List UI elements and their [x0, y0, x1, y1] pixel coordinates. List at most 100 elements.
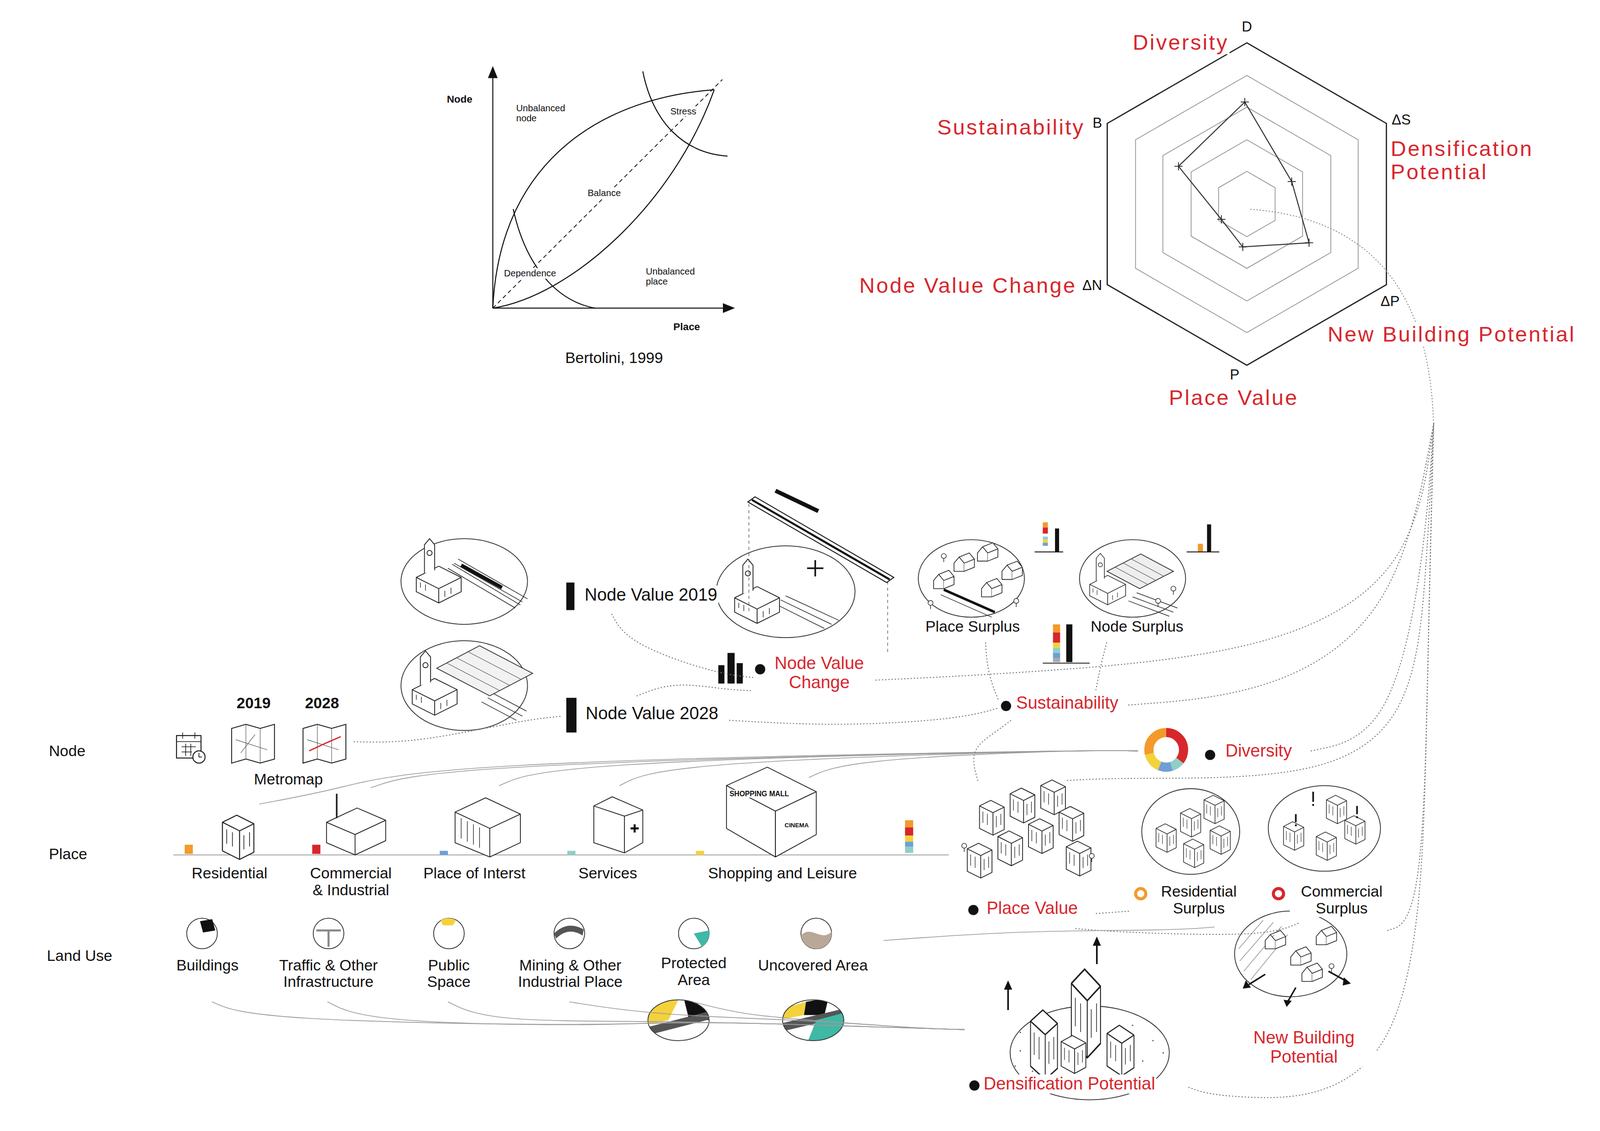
- land-use-type: Protected Area: [649, 914, 738, 1003]
- surplus-illustration: [1155, 598, 1161, 608]
- place-icons: [593, 805, 643, 853]
- bar-icons: [1042, 536, 1048, 541]
- place-icons: [335, 793, 338, 819]
- connector: [1096, 642, 1107, 690]
- station-illustration: [748, 496, 894, 583]
- indicator-label: New Building Potential: [1214, 895, 1388, 1070]
- row-label: Place: [47, 846, 89, 863]
- node-text: Diversity: [1132, 30, 1230, 55]
- connector: [498, 750, 1138, 786]
- densification-illustration: [1092, 936, 1102, 946]
- bar-icons: [1186, 551, 1220, 553]
- place-value-illustration: [1344, 815, 1365, 845]
- connector: [569, 1002, 965, 1030]
- new-building-illustration: [1242, 980, 1252, 989]
- densification-illustration: [1014, 1065, 1016, 1067]
- bar-icons: [1042, 539, 1048, 543]
- indicator-label: Place Value: [957, 780, 1096, 929]
- indicator-label: Diversity: [1137, 724, 1312, 778]
- connector: [1387, 423, 1434, 931]
- node-text: Metromap: [253, 771, 324, 789]
- bar-icons: [1206, 524, 1211, 552]
- land-use-icons: [186, 918, 218, 949]
- station-illustration: [412, 650, 458, 716]
- bar-icons: [566, 697, 577, 733]
- surplus-illustration: [1089, 553, 1126, 605]
- land-use-icons: [186, 918, 854, 1046]
- station-illustration: [461, 565, 502, 588]
- bertolini-chart: [723, 304, 734, 313]
- densification-illustration: [1061, 1035, 1086, 1074]
- station-illustration: [446, 651, 522, 691]
- metromap-icons: [198, 753, 203, 758]
- radar-grid: [1178, 102, 1310, 248]
- zone-label: Unbalanced node: [515, 103, 581, 124]
- node-text: New Building Potential: [1231, 1028, 1377, 1067]
- node-text: Commercial Surplus: [1289, 883, 1394, 918]
- place-icons: [904, 846, 914, 853]
- connector: [693, 1002, 965, 1030]
- new-building-illustration: [1301, 963, 1323, 982]
- place-value-illustration: [1283, 821, 1304, 851]
- node-text: Residential: [190, 865, 269, 883]
- metromap-icons: [235, 724, 268, 764]
- indicator-dots: [754, 664, 765, 675]
- node-text: Protected Area: [653, 955, 735, 989]
- zone-label: Unbalanced place: [644, 266, 711, 287]
- illustrated-item: Node Surplus: [1076, 528, 1197, 644]
- place-value-illustration: [1268, 785, 1381, 872]
- land-use-icons: [316, 930, 341, 947]
- diversity-donut: [1148, 732, 1184, 768]
- place-value-illustration: [1294, 824, 1297, 827]
- station-illustration: [734, 559, 780, 624]
- bertolini-chart: [492, 73, 494, 309]
- diversity-donut: [1148, 732, 1184, 768]
- bar-icons: [1053, 648, 1061, 654]
- node-text: Node Value Change: [858, 273, 1078, 298]
- node-text: Densification Potential: [1389, 136, 1581, 184]
- indicator-label: Sustainability: [997, 689, 1129, 721]
- land-use-icons: [678, 918, 710, 949]
- surplus-illustration: [1079, 539, 1186, 618]
- metromap-icons: [302, 724, 346, 764]
- node-text: D: [1241, 19, 1254, 35]
- bar-icons: [1053, 624, 1061, 633]
- surplus-illustration: [940, 594, 993, 618]
- metromap-item: 20192028Metromap: [226, 691, 355, 792]
- value-bar-label: Node Value 2028: [561, 696, 730, 737]
- new-building-illustration: [1234, 911, 1347, 998]
- surplus-illustration: [933, 570, 955, 589]
- land-use-icons: [800, 918, 832, 949]
- place-icons: [173, 854, 949, 856]
- node-text: Place Value: [1168, 385, 1300, 410]
- radar-grid: [1107, 42, 1434, 424]
- diversity-donut: [1148, 732, 1184, 768]
- node-text: New Building Potential: [1326, 322, 1577, 347]
- node-text: ΔP: [1379, 293, 1401, 310]
- place-type: Place of Interst: [416, 785, 536, 886]
- surplus-illustration: [943, 589, 995, 613]
- zone-label: Dependence: [503, 268, 557, 279]
- bar-icons: [1066, 624, 1073, 663]
- node-text: ΔS: [1390, 112, 1412, 128]
- bar-icons: [1053, 658, 1061, 663]
- connector: [1128, 423, 1434, 705]
- land-use-icons: [313, 918, 344, 949]
- new-building-illustration: [1329, 963, 1335, 973]
- node-text: Public Space: [416, 957, 482, 992]
- bar-icons: [1042, 662, 1090, 664]
- connector: [1067, 423, 1434, 781]
- bertolini-chart: [488, 67, 498, 78]
- bertolini-chart: [488, 67, 734, 313]
- node-text: Shopping and Leisure: [706, 865, 858, 883]
- connector: [809, 750, 1138, 778]
- connector: [1311, 423, 1434, 751]
- bertolini-chart: [492, 89, 714, 309]
- station-illustration: [807, 560, 824, 577]
- station-illustration: [481, 693, 527, 721]
- place-value-illustration: [1180, 808, 1201, 837]
- place-value-illustration: [1141, 788, 1240, 875]
- surplus-illustration: [1002, 561, 1023, 580]
- place-icons: [904, 835, 914, 842]
